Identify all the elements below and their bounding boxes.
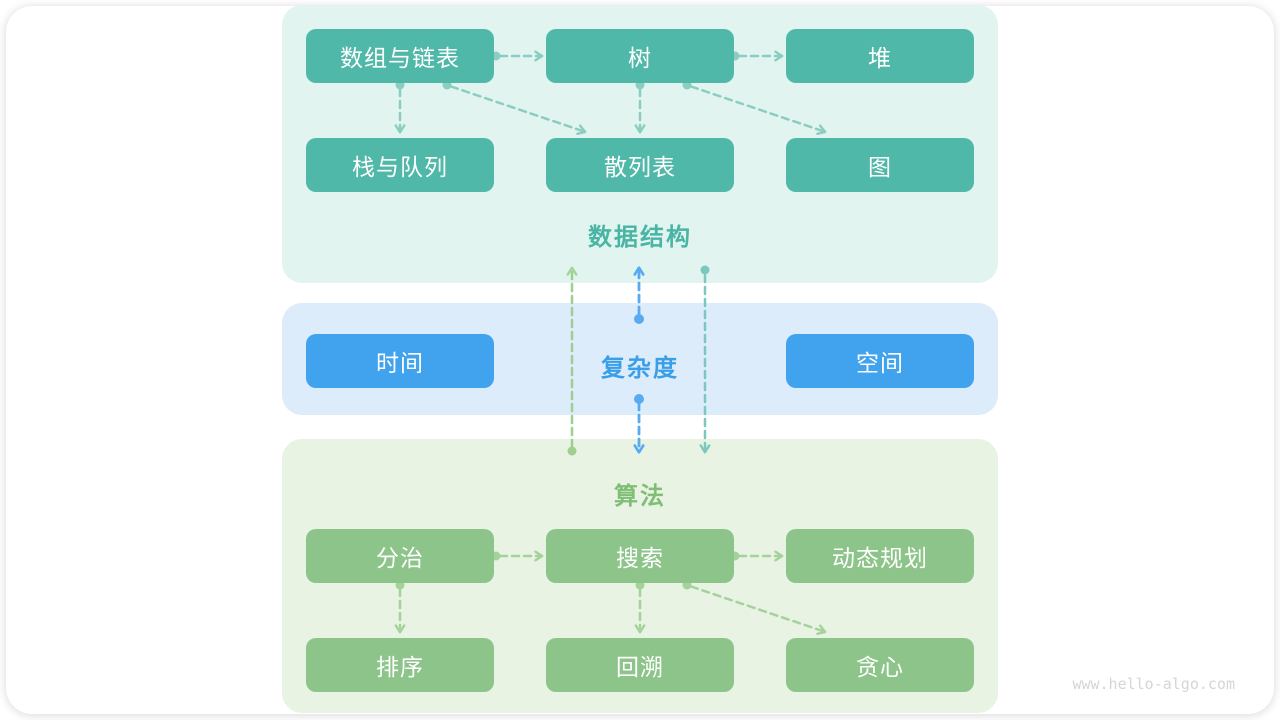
node-arrays-linked-lists: 数组与链表 bbox=[306, 29, 494, 83]
site-watermark: www.hello-algo.com bbox=[1072, 675, 1235, 693]
node-search: 搜索 bbox=[546, 529, 734, 583]
node-backtracking: 回溯 bbox=[546, 638, 734, 692]
section-title-complexity: 复杂度 bbox=[601, 355, 679, 382]
node-sorting: 排序 bbox=[306, 638, 494, 692]
node-tree: 树 bbox=[546, 29, 734, 83]
node-divide-and-conquer: 分治 bbox=[306, 529, 494, 583]
node-heap: 堆 bbox=[786, 29, 974, 83]
node-greedy: 贪心 bbox=[786, 638, 974, 692]
node-stack-queue: 栈与队列 bbox=[306, 138, 494, 192]
node-dynamic-programming: 动态规划 bbox=[786, 529, 974, 583]
node-time: 时间 bbox=[306, 334, 494, 388]
node-space: 空间 bbox=[786, 334, 974, 388]
node-hash-table: 散列表 bbox=[546, 138, 734, 192]
section-title-algorithms: 算法 bbox=[614, 483, 666, 510]
section-title-data-structures: 数据结构 bbox=[588, 224, 692, 251]
node-graph: 图 bbox=[786, 138, 974, 192]
